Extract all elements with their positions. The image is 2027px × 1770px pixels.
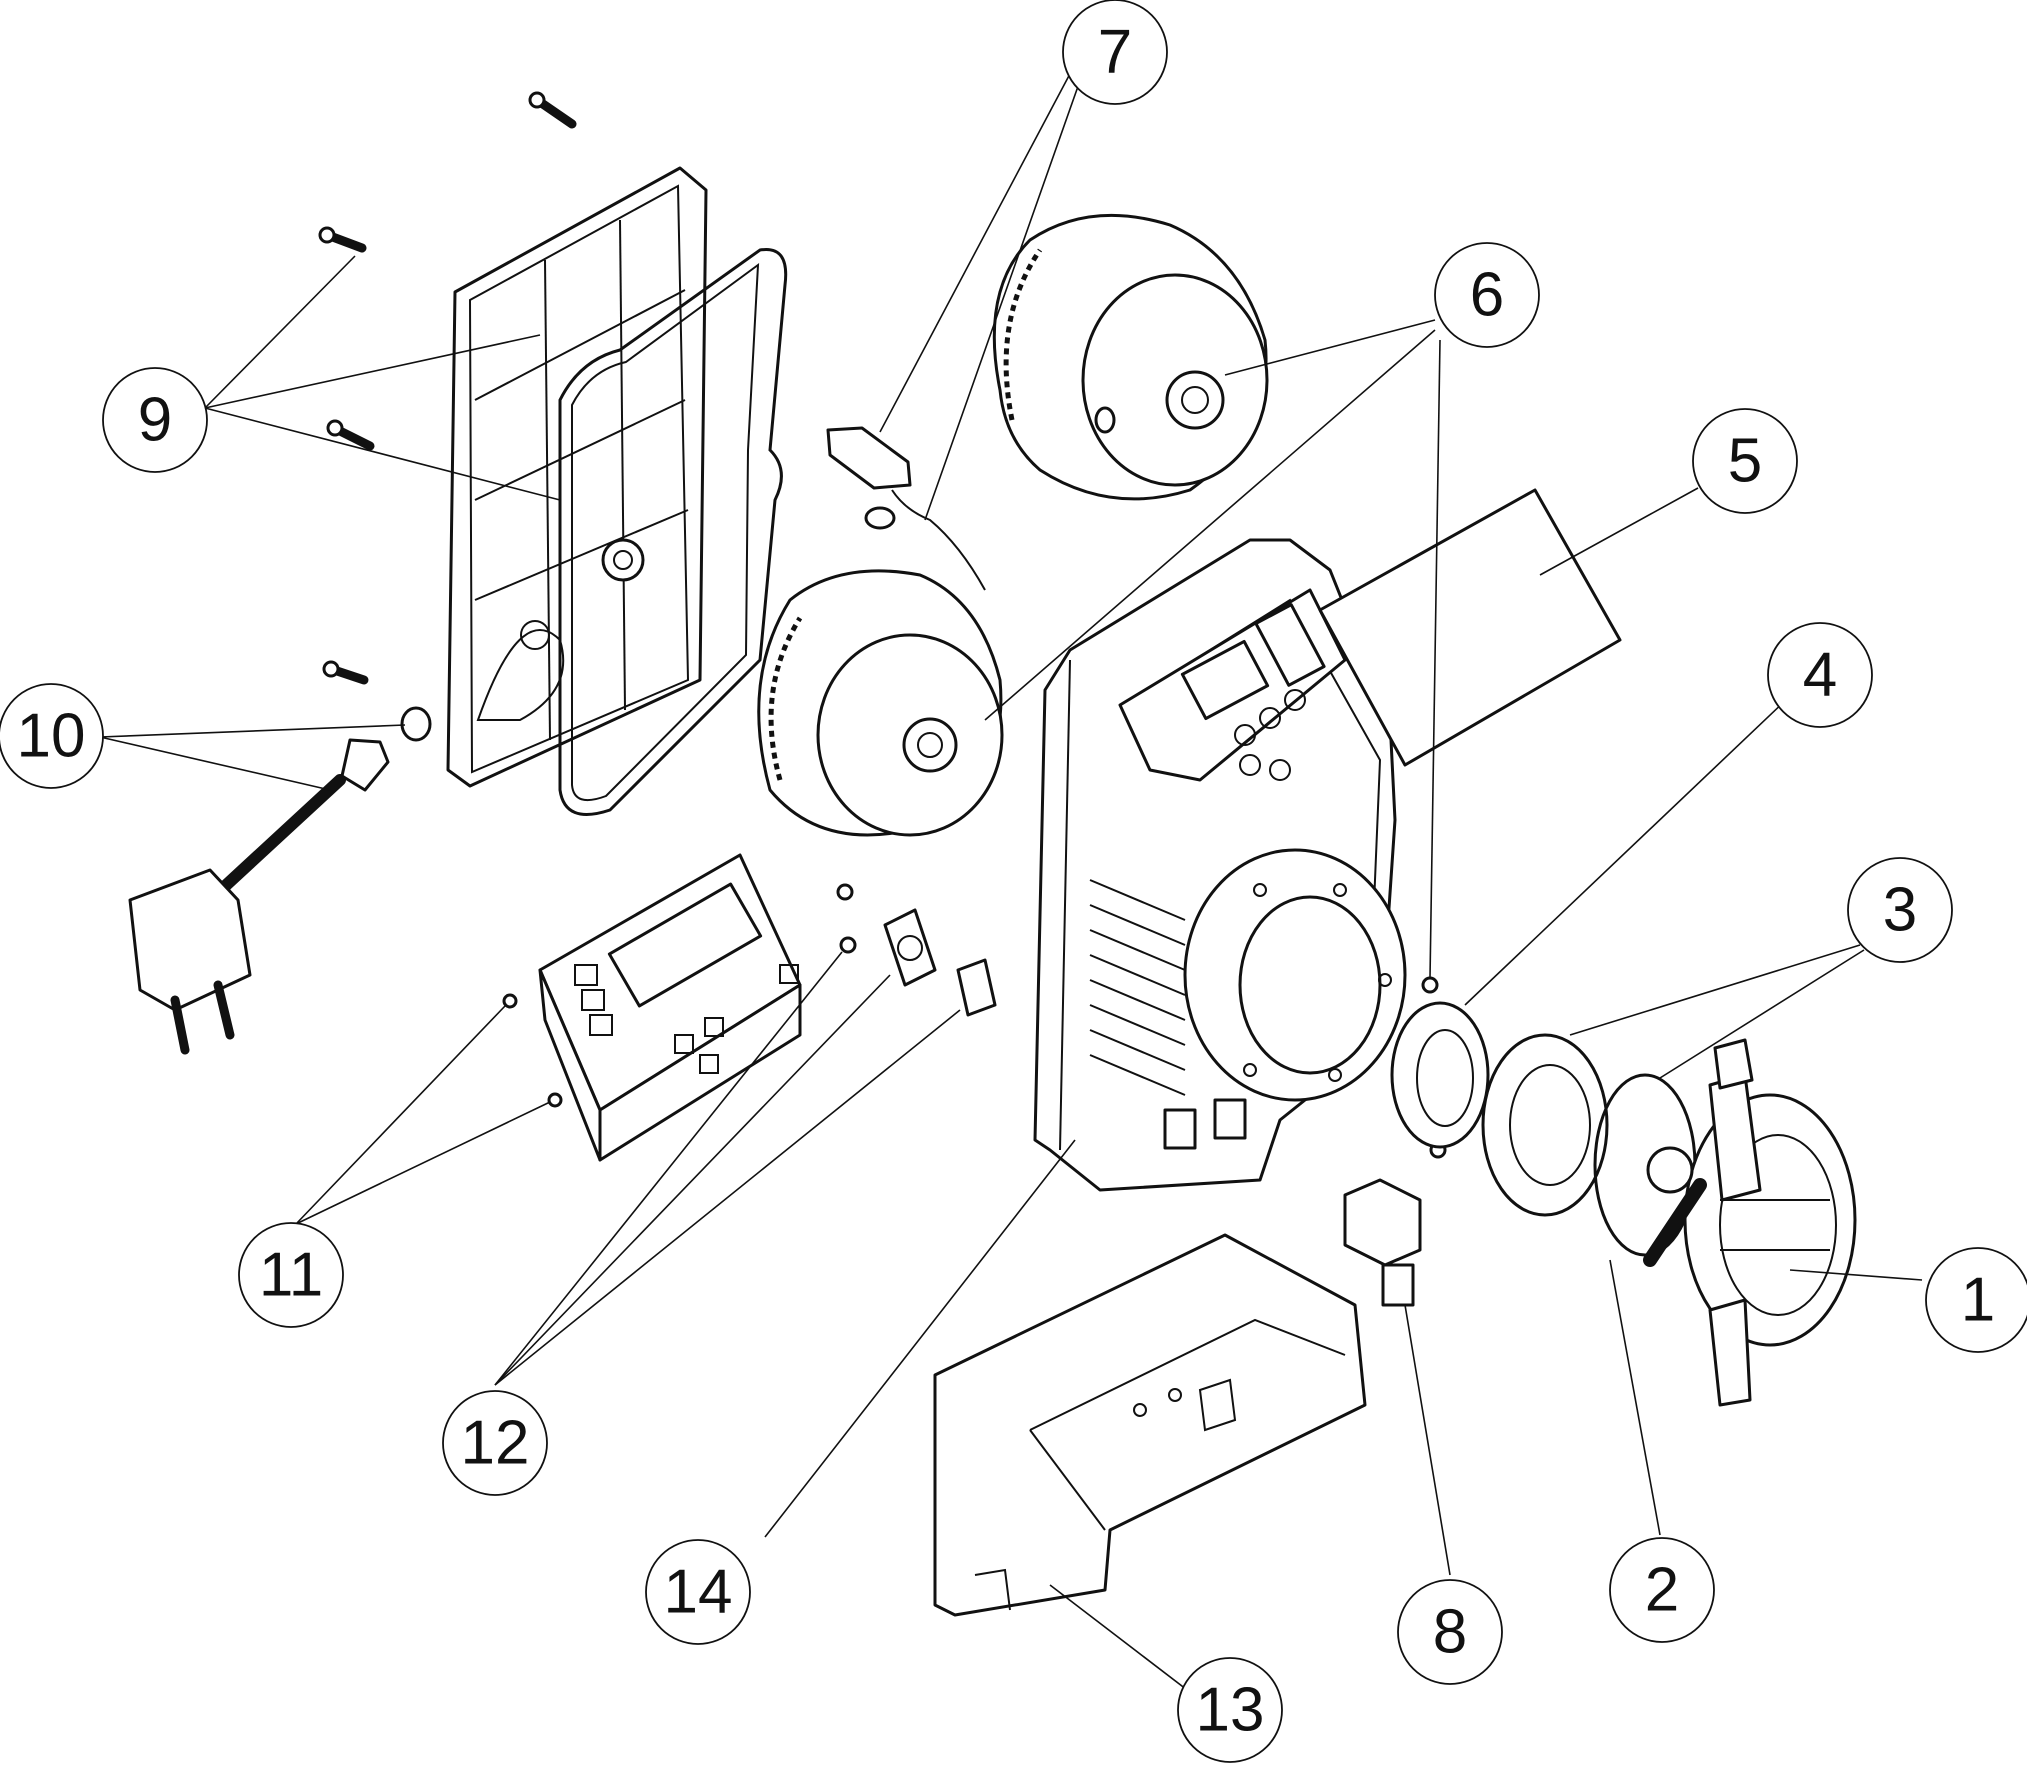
rear-cover-plate	[446, 166, 708, 788]
callout-10-label: 10	[17, 702, 86, 771]
callout-12-label: 12	[461, 1409, 530, 1478]
callout-13: 13	[1177, 1657, 1283, 1763]
callout-7: 7	[1062, 0, 1168, 105]
mounting-bracket	[933, 1233, 1367, 1617]
screw-upper-left	[318, 226, 367, 253]
screw-board-1	[836, 883, 854, 901]
callout-9: 9	[102, 367, 208, 473]
callout-4: 4	[1767, 622, 1873, 728]
screw-middle-left	[326, 419, 375, 451]
callout-12: 12	[442, 1390, 548, 1496]
screw-flange-1	[1421, 976, 1439, 994]
callout-2-label: 2	[1645, 1556, 1679, 1625]
front-label	[1318, 488, 1622, 767]
control-board	[502, 853, 802, 1162]
screw-board-2	[839, 936, 857, 954]
callout-2: 2	[1609, 1537, 1715, 1643]
callout-1: 1	[1925, 1247, 2027, 1353]
callout-9-label: 9	[138, 386, 172, 455]
callout-3-label: 3	[1883, 876, 1917, 945]
callout-3: 3	[1847, 857, 1953, 963]
power-cable-plug	[128, 738, 390, 1055]
callout-7-label: 7	[1098, 18, 1132, 87]
callout-6: 6	[1434, 242, 1540, 348]
callout-13-label: 13	[1196, 1676, 1265, 1745]
screw-lower-left	[322, 660, 369, 685]
vent-slots	[1089, 879, 1186, 1096]
motor-front	[992, 213, 1269, 501]
pump-head	[1643, 1038, 1857, 1407]
socket-connector	[883, 908, 937, 987]
callout-14-label: 14	[664, 1558, 733, 1627]
diaphragm	[1481, 1033, 1609, 1217]
callout-8: 8	[1397, 1579, 1503, 1685]
sensor-connector	[1343, 1178, 1422, 1307]
callout-11-label: 11	[259, 1241, 323, 1310]
callout-8-label: 8	[1433, 1598, 1467, 1667]
motor-rear	[757, 569, 1004, 837]
leader-lines	[99, 69, 1923, 1697]
cover-gasket	[558, 247, 788, 816]
callout-14: 14	[645, 1539, 751, 1645]
o-ring	[400, 706, 432, 742]
screw-top	[528, 91, 577, 129]
flat-gasket	[956, 958, 997, 1017]
callout-5-label: 5	[1728, 427, 1762, 496]
callout-1-label: 1	[1961, 1266, 1995, 1335]
spacer-ring	[1390, 1001, 1490, 1149]
callout-11: 11	[238, 1222, 344, 1328]
callout-4-label: 4	[1803, 641, 1837, 710]
pump-housing	[1033, 538, 1407, 1192]
callout-6-label: 6	[1470, 261, 1504, 330]
callout-5: 5	[1692, 408, 1798, 514]
callout-10: 10	[0, 683, 104, 789]
connector-cable	[826, 426, 986, 591]
